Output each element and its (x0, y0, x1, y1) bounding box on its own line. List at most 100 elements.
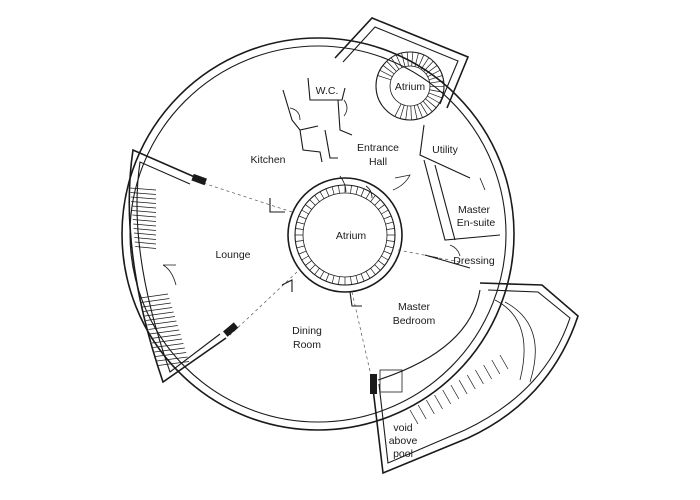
left-wing (128, 148, 239, 384)
spiral-tread (382, 65, 395, 75)
stair-tread (145, 316, 176, 321)
stair-tread (458, 379, 468, 395)
room-label-atrium-center: Atrium (336, 230, 367, 242)
spiral-tread (420, 102, 428, 116)
atrium-tick (314, 195, 320, 202)
spiral-tread (425, 98, 437, 108)
room-label-master-bedroom-1: Master (398, 301, 431, 313)
atrium-tick (325, 273, 330, 282)
atrium-tick (385, 245, 394, 249)
spiral-tread (390, 57, 400, 70)
atrium-tick (378, 260, 385, 266)
atrium-tick (338, 276, 340, 285)
room-label-dressing: Dressing (453, 255, 495, 267)
atrium-tick (383, 250, 392, 255)
atrium-tick (355, 275, 359, 284)
stair-tread (142, 302, 171, 308)
spiral-tread (429, 89, 444, 93)
top-atrium-tower (334, 17, 470, 121)
stair-tread (154, 347, 185, 353)
stair-tread (130, 192, 157, 195)
stair-tread (156, 356, 188, 362)
spiral-tread (411, 52, 414, 67)
stair-tread (149, 329, 180, 335)
room-label-utility: Utility (432, 144, 458, 156)
spiral-tread (425, 65, 438, 75)
stair-tread (442, 389, 452, 405)
atrium-tick (350, 276, 352, 285)
stair-tread (151, 338, 183, 344)
stair-tread (129, 187, 157, 191)
atrium-tick (386, 240, 395, 242)
atrium-tick (360, 273, 365, 282)
stair-tread (144, 311, 174, 317)
atrium-tick (370, 195, 376, 202)
stair-tread (426, 399, 435, 415)
stair-tread (491, 359, 501, 375)
room-label-dining: Dining (292, 325, 322, 337)
spiral-tread (379, 69, 393, 78)
dashed-partitions (199, 181, 461, 381)
stair-tread (131, 201, 157, 204)
spiral-tread (417, 104, 423, 118)
stair-tread (133, 228, 157, 231)
spiral-tread (386, 60, 397, 72)
spiral-tread (394, 103, 402, 117)
room-label-atrium-top: Atrium (395, 81, 426, 93)
spiral-tread (427, 69, 441, 78)
atrium-tick (365, 191, 371, 199)
spiral-tread (427, 95, 440, 104)
room-label-room: Room (293, 339, 321, 351)
stair-tread (139, 293, 169, 299)
stair-tread (499, 354, 509, 370)
stair-tread (147, 320, 177, 326)
room-label-entrance: Entrance (357, 142, 399, 154)
stair-tread (475, 369, 484, 385)
room-label-void: void (393, 422, 412, 434)
spiral-tread (417, 54, 425, 68)
atrium-tick (360, 188, 365, 197)
room-label-pool: pool (393, 448, 413, 460)
small-walls (269, 198, 439, 307)
stair-tread (466, 374, 476, 390)
stair-tread (483, 364, 492, 380)
atrium-tick (305, 204, 312, 210)
atrium-tick (338, 185, 340, 194)
room-label-lounge: Lounge (215, 249, 250, 261)
spiral-tread (405, 105, 408, 120)
stair-tread (135, 246, 157, 249)
spiral-tread (428, 75, 443, 81)
spiral-tread (395, 54, 403, 68)
atrium-tick (309, 264, 316, 271)
room-label-master-ensuite-2: En-suite (457, 217, 496, 229)
atrium-tick (296, 221, 305, 225)
upper-interior-walls (282, 77, 411, 199)
room-label-wc: W.C. (316, 85, 339, 97)
stair-tread (148, 325, 178, 330)
atrium-tick (355, 186, 359, 195)
atrium-tick (319, 191, 325, 199)
stair-tread (131, 210, 157, 213)
stair-tread (132, 214, 157, 218)
atrium-tick (365, 271, 371, 279)
spiral-tread (377, 75, 392, 81)
lower-right-wing (370, 282, 579, 475)
atrium-tick (350, 185, 352, 194)
spiral-tread (413, 105, 418, 120)
spiral-tread (428, 92, 442, 99)
stair-tread (150, 334, 181, 339)
atrium-tick (385, 221, 394, 225)
stair-tread (132, 219, 157, 222)
atrium-tick (383, 215, 392, 220)
atrium-tick (295, 240, 304, 242)
room-label-master-bedroom-2: Bedroom (393, 315, 436, 327)
spiral-tread (429, 80, 444, 84)
stair-tread (130, 196, 157, 200)
stair-tread (409, 409, 419, 425)
stair-tread (417, 404, 427, 420)
stair-tread (434, 394, 443, 410)
stair-tread (157, 361, 190, 366)
spiral-tread (399, 105, 405, 119)
spiral-tread (414, 52, 419, 67)
